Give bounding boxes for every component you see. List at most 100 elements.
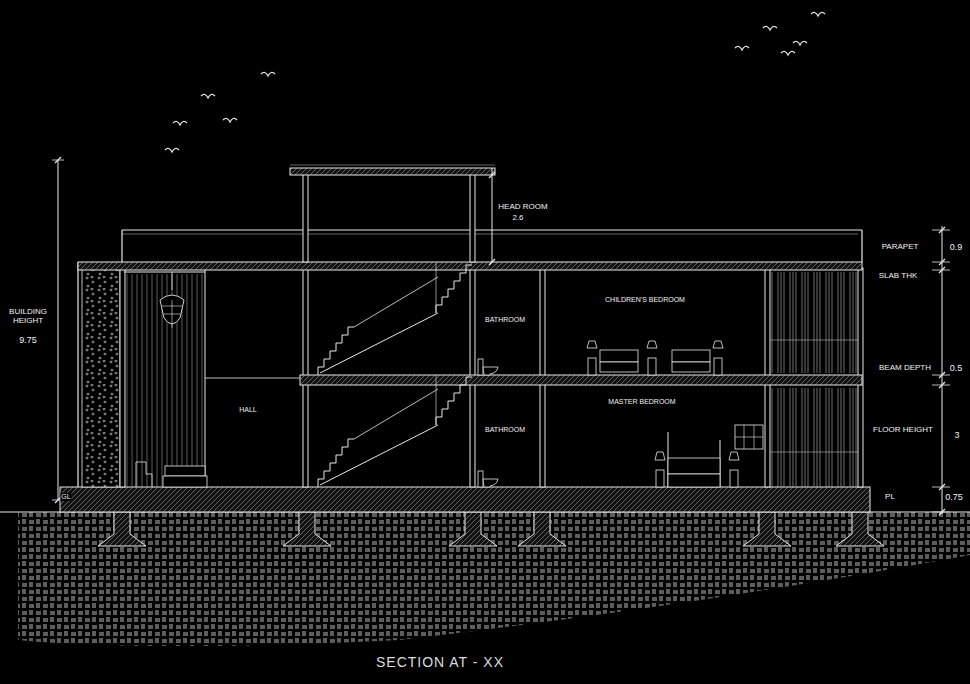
head-room-wall: [470, 174, 475, 262]
lamp: [729, 452, 739, 460]
dimension-label: FLOOR HEIGHT: [872, 425, 934, 434]
dimension-label: 2.6: [511, 213, 524, 222]
facade-fin: [814, 272, 815, 373]
facade-fin: [778, 388, 779, 487]
facade-fin: [772, 272, 773, 373]
stair-stringer: [320, 313, 438, 373]
facade-fin: [784, 272, 785, 373]
facade-fin: [796, 388, 797, 487]
facade-fin: [802, 272, 803, 373]
stair-stringer: [354, 277, 438, 327]
facade-fin: [781, 388, 782, 487]
dimension-tick: [489, 259, 495, 265]
facade-fin: [841, 388, 842, 487]
toilet-bowl: [483, 479, 498, 487]
parapet: [861, 230, 862, 262]
facade-fin: [790, 388, 791, 487]
side-table: [730, 470, 738, 487]
facade-fin: [805, 388, 806, 487]
dimension-label: BUILDING HEIGHT: [4, 307, 52, 325]
dimension-label: BEAM DEPTH: [878, 363, 932, 372]
chandelier-detail: [162, 300, 182, 328]
curtain-fold: [202, 274, 203, 487]
window-transom: [735, 437, 763, 438]
facade-fin: [772, 388, 773, 487]
lamp: [713, 341, 723, 348]
dimension-label: HEAD ROOM: [497, 202, 548, 211]
facade-fin: [805, 272, 806, 373]
mezzanine-line: [205, 378, 300, 379]
room-name: BATHROOM: [485, 426, 525, 434]
footing: [743, 512, 791, 546]
bird: [735, 46, 749, 50]
room-label-box: HALL: [237, 405, 259, 415]
dimension-tick: [939, 259, 945, 265]
dimension-tick: [939, 372, 945, 378]
facade-fin: [829, 388, 830, 487]
side-table: [648, 358, 656, 375]
facade-fin: [820, 272, 821, 373]
room-label-box: MASTER BEDROOM: [606, 397, 677, 407]
dimension-label: 3: [953, 430, 960, 440]
facade-fin: [793, 388, 794, 487]
facade-band: [770, 340, 858, 341]
room-name: MASTER BEDROOM: [608, 398, 675, 406]
sofa-back: [165, 466, 205, 476]
room-label-box: CHILDREN'S BEDROOM: [603, 295, 687, 305]
room-name: HALL: [239, 406, 257, 414]
facade-fin: [796, 272, 797, 373]
bed: [668, 474, 720, 487]
stair-flight: [436, 377, 472, 425]
dimension-line: [492, 168, 493, 262]
stone-cladding: [82, 266, 120, 487]
head-room-wall: [303, 174, 308, 262]
curtain-fold: [127, 274, 128, 487]
room-name: CHILDREN'S BEDROOM: [605, 296, 685, 304]
facade-fin: [781, 272, 782, 373]
dimension-label: SLAB THK: [878, 271, 919, 280]
curtain-fold: [192, 274, 193, 487]
dimension-label: GL: [60, 493, 71, 501]
toilet-bowl: [483, 367, 498, 375]
facade-fin: [838, 388, 839, 487]
dimension-tick: [939, 267, 945, 273]
head-room-slab-top: [290, 165, 495, 166]
partition-wall: [205, 268, 206, 487]
curtain-rod: [124, 272, 205, 273]
footing: [518, 512, 566, 546]
bird: [201, 94, 215, 98]
curtain-fold: [132, 274, 133, 487]
stair-stringer: [320, 425, 438, 485]
bird: [165, 148, 179, 152]
stair-stringer: [354, 389, 438, 439]
stair-flight: [436, 265, 472, 313]
facade-fin: [793, 272, 794, 373]
facade-fin: [838, 272, 839, 373]
floor-slab: [300, 375, 862, 385]
parapet: [121, 230, 122, 262]
toilet-cistern: [478, 471, 483, 487]
bed: [600, 350, 638, 362]
room-label-box: BATHROOM: [483, 315, 527, 325]
dimension-label: 0.75: [944, 492, 964, 502]
footing: [98, 512, 146, 546]
bird: [261, 72, 275, 76]
curtain-fold: [147, 274, 148, 487]
bed: [672, 350, 710, 362]
roof-slab: [78, 262, 862, 270]
footing: [283, 512, 331, 546]
facade-fin: [820, 388, 821, 487]
facade-fin: [778, 272, 779, 373]
dimension-tick: [489, 172, 495, 178]
dimension-label: PARAPET: [881, 242, 920, 251]
dimension-line: [58, 160, 59, 500]
facade-fin: [814, 388, 815, 487]
facade-fin: [817, 272, 818, 373]
facade-fin: [808, 272, 809, 373]
sofa-seat: [163, 476, 207, 487]
side-table: [714, 358, 722, 375]
head-room-slab: [290, 168, 495, 175]
facade-fin: [856, 388, 857, 487]
